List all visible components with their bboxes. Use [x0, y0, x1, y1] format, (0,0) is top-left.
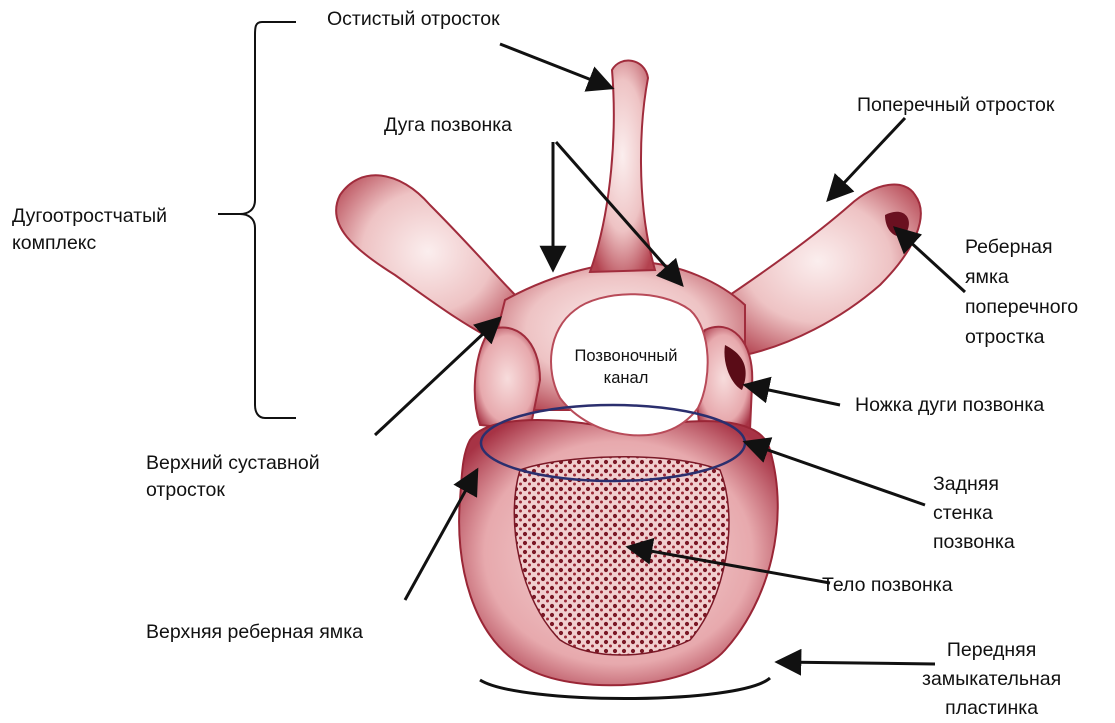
left-transverse-process [336, 175, 520, 345]
label-vertebral-arch: Дуга позвонка [384, 112, 512, 139]
label-transverse-costal-facet: Реберная ямка поперечного отростка [965, 232, 1078, 352]
spinous-process [590, 61, 655, 272]
label-vertebral-body: Тело позвонка [822, 572, 953, 599]
label-spinous-process: Остистый отросток [327, 6, 500, 33]
label-anterior-endplate: Передняя замыкательная пластинка [922, 636, 1061, 723]
label-superior-costal-facet: Верхняя реберная ямка [146, 619, 363, 646]
label-arch-process-complex: Дугоотростчатый комплекс [12, 203, 167, 257]
label-transverse-process: Поперечный отросток [857, 92, 1054, 119]
label-pedicle: Ножка дуги позвонка [855, 392, 1044, 419]
label-posterior-wall: Задняя стенка позвонка [933, 470, 1015, 557]
label-superior-articular-process: Верхний суставной отросток [146, 450, 320, 504]
complex-brace [240, 22, 296, 418]
label-vertebral-canal: Позвоночный канал [552, 345, 700, 389]
